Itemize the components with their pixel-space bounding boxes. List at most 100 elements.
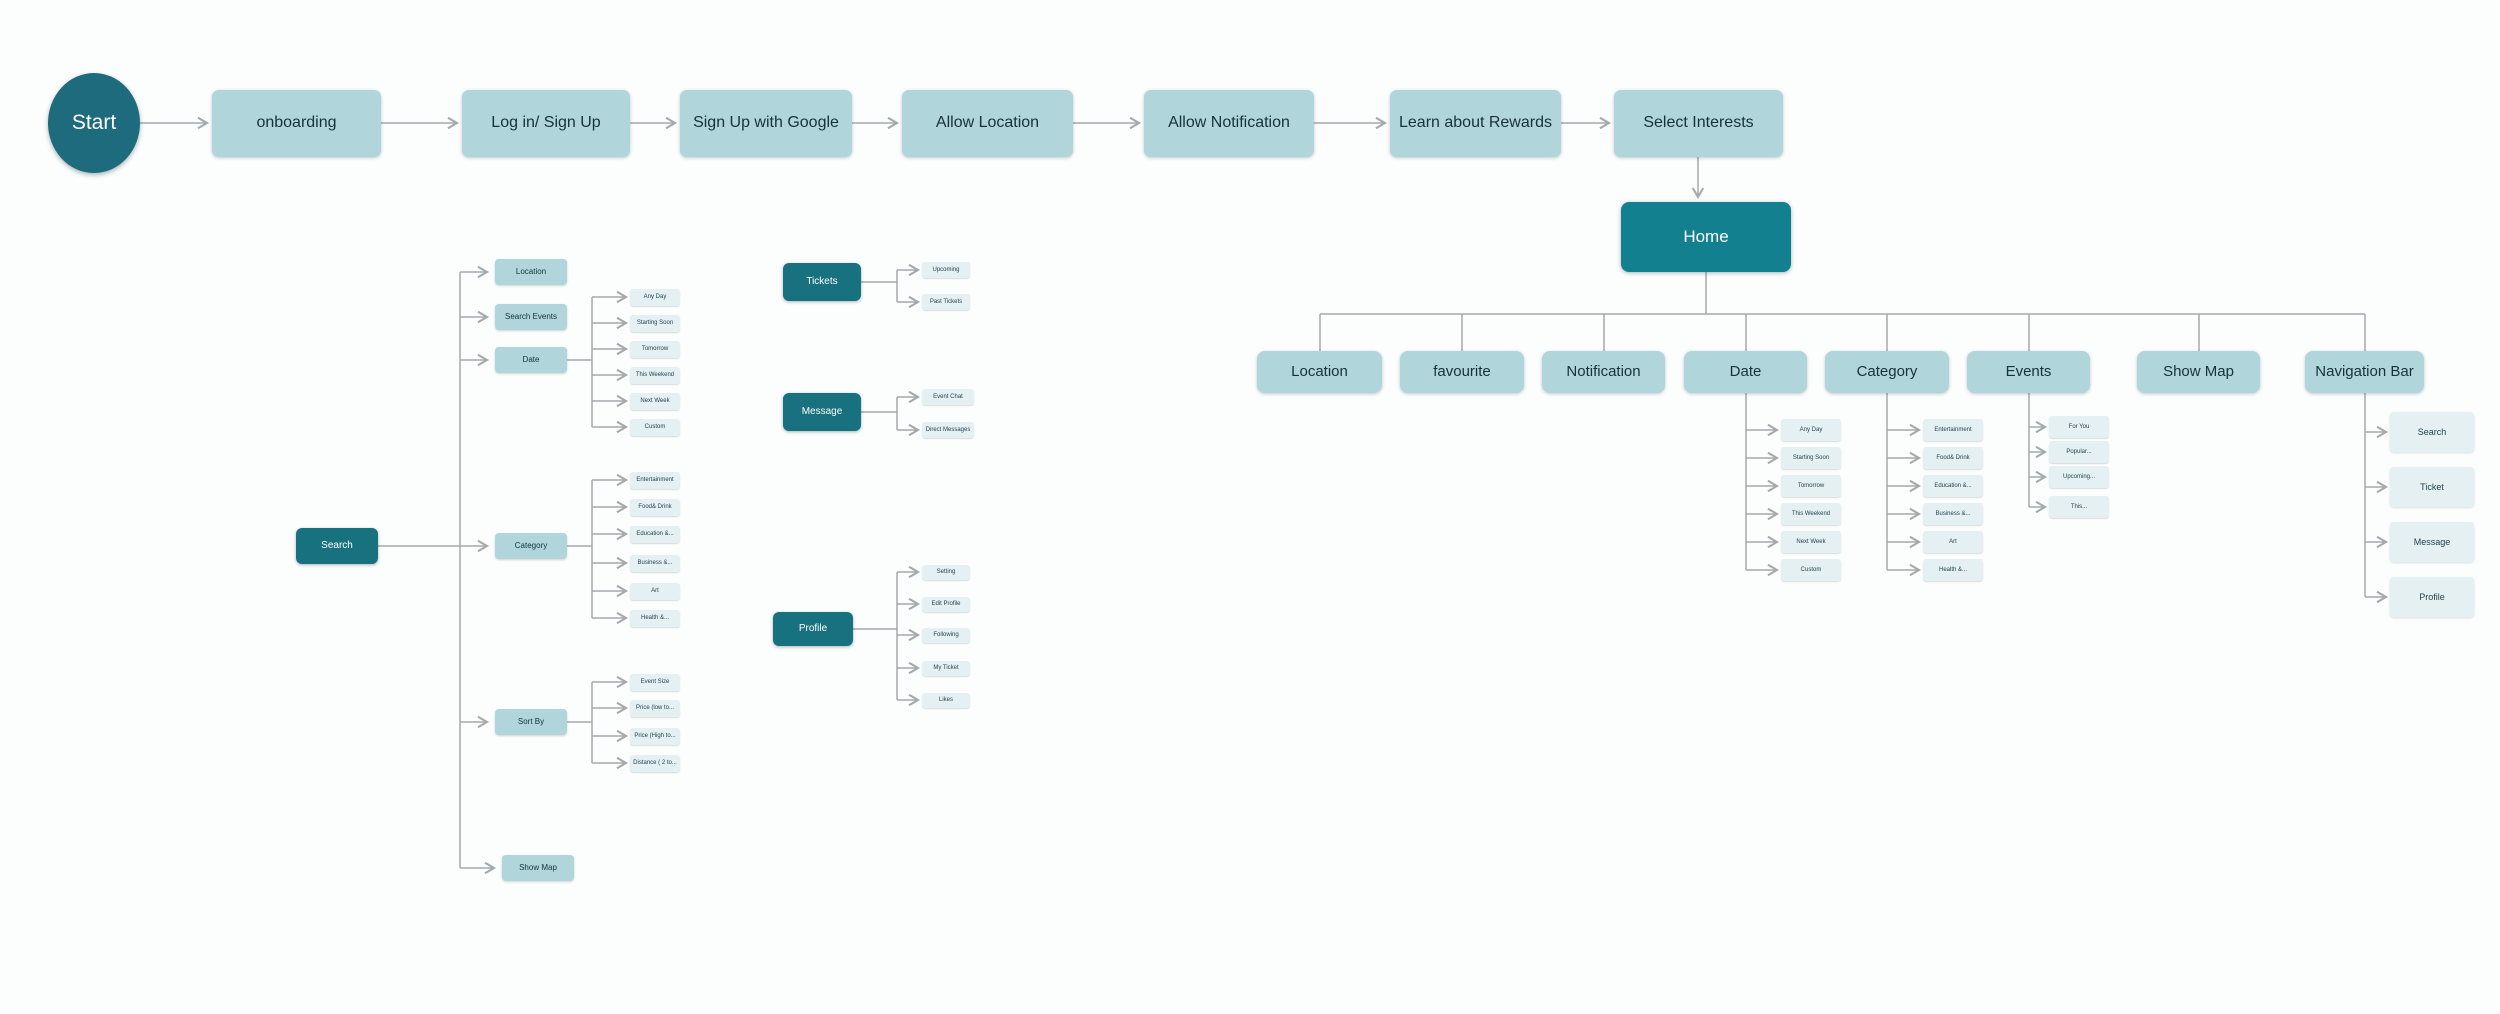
option-starting-soon-label: Starting Soon bbox=[636, 319, 674, 326]
option-event-size-label: Event Size bbox=[640, 678, 670, 685]
option-event-chat: Event Chat bbox=[922, 389, 974, 405]
flow-step-learn-about-rewards-label: Learn about Rewards bbox=[1399, 114, 1552, 132]
filter-category-label: Category bbox=[514, 541, 548, 551]
flow-step-allow-location-label: Allow Location bbox=[935, 114, 1040, 132]
option-art: Art bbox=[1923, 531, 1983, 553]
option-next-week: Next Week bbox=[1781, 531, 1841, 553]
section-date: Date bbox=[1684, 351, 1807, 393]
section-notification: Notification bbox=[1542, 351, 1665, 393]
option-starting-soon-label: Starting Soon bbox=[1792, 454, 1830, 461]
option-education: Education &... bbox=[1923, 475, 1983, 497]
option-ticket-label: Ticket bbox=[2420, 481, 2444, 492]
option-edit-profile-label: Edit Profile bbox=[931, 600, 961, 607]
option-next-week-label: Next Week bbox=[1796, 538, 1826, 545]
feature-tickets: Tickets bbox=[783, 263, 861, 301]
option-past-tickets: Past Tickets bbox=[922, 294, 970, 310]
option-any-day-label: Any Day bbox=[1799, 426, 1823, 433]
option-art: Art bbox=[630, 582, 680, 600]
filter-location: Location bbox=[495, 259, 567, 285]
search-node: Search bbox=[296, 528, 378, 564]
feature-tickets-label: Tickets bbox=[806, 276, 838, 288]
option-health: Health &... bbox=[630, 609, 680, 627]
feature-profile: Profile bbox=[773, 612, 853, 646]
filter-category: Category bbox=[495, 533, 567, 559]
option-direct-messages: Direct Messages bbox=[922, 422, 974, 438]
option-health-label: Health &... bbox=[1938, 566, 1967, 573]
option-message: Message bbox=[2390, 522, 2474, 562]
filter-search-events-label: Search Events bbox=[504, 312, 558, 322]
option-for-you: For You bbox=[2049, 416, 2109, 438]
section-category-label: Category bbox=[1856, 363, 1918, 381]
flow-step-log-in-sign-up: Log in/ Sign Up bbox=[462, 90, 630, 157]
option-entertainment: Entertainment bbox=[630, 471, 680, 489]
option-custom-label: Custom bbox=[1800, 566, 1822, 573]
flow-step-allow-location: Allow Location bbox=[902, 90, 1073, 157]
option-art-label: Art bbox=[651, 587, 659, 594]
section-favourite: favourite bbox=[1400, 351, 1524, 393]
option-education: Education &... bbox=[630, 525, 680, 543]
section-location: Location bbox=[1257, 351, 1382, 393]
flow-step-onboarding-label: onboarding bbox=[256, 114, 337, 132]
option-entertainment: Entertainment bbox=[1923, 419, 1983, 441]
option-popular-label: Popular... bbox=[2066, 448, 2092, 455]
home-node: Home bbox=[1621, 202, 1791, 272]
option-setting-label: Setting bbox=[936, 568, 956, 575]
option-this-label: This... bbox=[2070, 503, 2088, 510]
option-distance-2-to: Distance ( 2 to... bbox=[630, 754, 680, 772]
option-food-drink: Food& Drink bbox=[1923, 447, 1983, 469]
option-starting-soon: Starting Soon bbox=[630, 314, 680, 332]
option-search: Search bbox=[2390, 412, 2474, 452]
option-tomorrow-label: Tomorrow bbox=[641, 345, 669, 352]
start-node-label: Start bbox=[71, 110, 117, 134]
flow-step-allow-notification-label: Allow Notification bbox=[1168, 114, 1290, 132]
flow-step-sign-up-with-google-label: Sign Up with Google bbox=[693, 114, 839, 132]
search-node-label: Search bbox=[321, 540, 353, 552]
option-health-label: Health &... bbox=[640, 614, 669, 621]
filter-sort-by: Sort By bbox=[495, 709, 567, 735]
section-navigation-bar: Navigation Bar bbox=[2305, 351, 2424, 393]
flow-step-select-interests: Select Interests bbox=[1614, 90, 1783, 157]
flow-step-onboarding: onboarding bbox=[212, 90, 381, 157]
option-education-label: Education &... bbox=[1934, 482, 1972, 489]
filter-show-map-label: Show Map bbox=[519, 863, 557, 873]
option-this: This... bbox=[2049, 496, 2109, 518]
option-profile: Profile bbox=[2390, 577, 2474, 617]
flow-step-sign-up-with-google: Sign Up with Google bbox=[680, 90, 852, 157]
option-following: Following bbox=[922, 627, 970, 643]
option-entertainment-label: Entertainment bbox=[636, 476, 674, 483]
option-direct-messages-label: Direct Messages bbox=[925, 426, 971, 433]
section-notification-label: Notification bbox=[1566, 363, 1641, 381]
option-business-label: Business &... bbox=[637, 559, 673, 566]
filter-show-map: Show Map bbox=[502, 855, 574, 881]
option-business: Business &... bbox=[630, 554, 680, 572]
option-upcoming-label: Upcoming bbox=[932, 266, 960, 273]
option-next-week: Next Week bbox=[630, 392, 680, 410]
option-this-weekend: This Weekend bbox=[1781, 503, 1841, 525]
flow-step-learn-about-rewards: Learn about Rewards bbox=[1390, 90, 1561, 157]
option-tomorrow: Tomorrow bbox=[1781, 475, 1841, 497]
option-custom: Custom bbox=[1781, 559, 1841, 581]
section-navigation-bar-label: Navigation Bar bbox=[2315, 363, 2414, 381]
option-price-low-to-label: Price (low to... bbox=[635, 704, 674, 711]
flow-step-log-in-sign-up-label: Log in/ Sign Up bbox=[491, 114, 601, 132]
section-category: Category bbox=[1825, 351, 1949, 393]
option-past-tickets-label: Past Tickets bbox=[929, 298, 963, 305]
option-for-you-label: For You bbox=[2068, 423, 2090, 430]
section-favourite-label: favourite bbox=[1433, 363, 1491, 381]
option-following-label: Following bbox=[933, 631, 959, 638]
option-custom: Custom bbox=[630, 418, 680, 436]
option-custom-label: Custom bbox=[644, 423, 666, 430]
option-price-high-to-label: Price (High to... bbox=[634, 732, 676, 739]
option-this-weekend-label: This Weekend bbox=[1791, 510, 1831, 517]
option-tomorrow: Tomorrow bbox=[630, 340, 680, 358]
option-tomorrow-label: Tomorrow bbox=[1797, 482, 1825, 489]
option-price-low-to: Price (low to... bbox=[630, 699, 680, 717]
option-this-weekend: This Weekend bbox=[630, 366, 680, 384]
option-price-high-to: Price (High to... bbox=[630, 727, 680, 745]
option-edit-profile: Edit Profile bbox=[922, 596, 970, 612]
filter-sort-by-label: Sort By bbox=[517, 717, 545, 727]
option-setting: Setting bbox=[922, 564, 970, 580]
section-events-label: Events bbox=[2005, 363, 2052, 381]
option-popular: Popular... bbox=[2049, 441, 2109, 463]
